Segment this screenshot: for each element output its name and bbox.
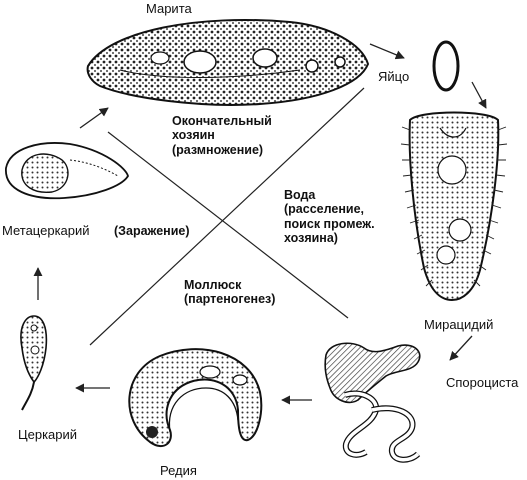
egg-illustration <box>432 40 460 92</box>
cercaria-illustration <box>20 315 48 411</box>
metacercaria-illustration <box>5 142 129 200</box>
label-metacercaria: Метацеркарий <box>2 223 90 238</box>
sector-definitive-host: Окончательный хозяин (размножение) <box>172 114 272 157</box>
sector-water: Вода (расселение, поиск промеж. хозяина) <box>284 188 375 246</box>
sector-infection: (Заражение) <box>114 224 190 238</box>
sporocyst-illustration <box>324 342 421 463</box>
redia-illustration <box>128 348 263 448</box>
divider-line-1 <box>107 131 349 319</box>
arrow-metacercaria-to-marita <box>79 107 109 129</box>
arrow-egg-to-miracidium <box>471 81 487 109</box>
arrow-miracidium-to-sporocyst <box>449 335 473 361</box>
label-redia: Редия <box>160 463 197 478</box>
label-cercaria: Церкарий <box>18 427 78 442</box>
label-sporocyst: Спороциста <box>446 375 519 390</box>
sector-mollusk: Моллюск (партеногенез) <box>184 278 276 307</box>
label-miracidium: Мирацидий <box>424 317 494 332</box>
label-marita: Марита <box>146 1 192 16</box>
divider-line-2 <box>89 87 365 346</box>
arrow-marita-to-egg <box>369 43 405 60</box>
marita-illustration <box>86 19 370 106</box>
miracidium-illustration <box>400 111 508 302</box>
label-egg: Яйцо <box>378 69 410 84</box>
